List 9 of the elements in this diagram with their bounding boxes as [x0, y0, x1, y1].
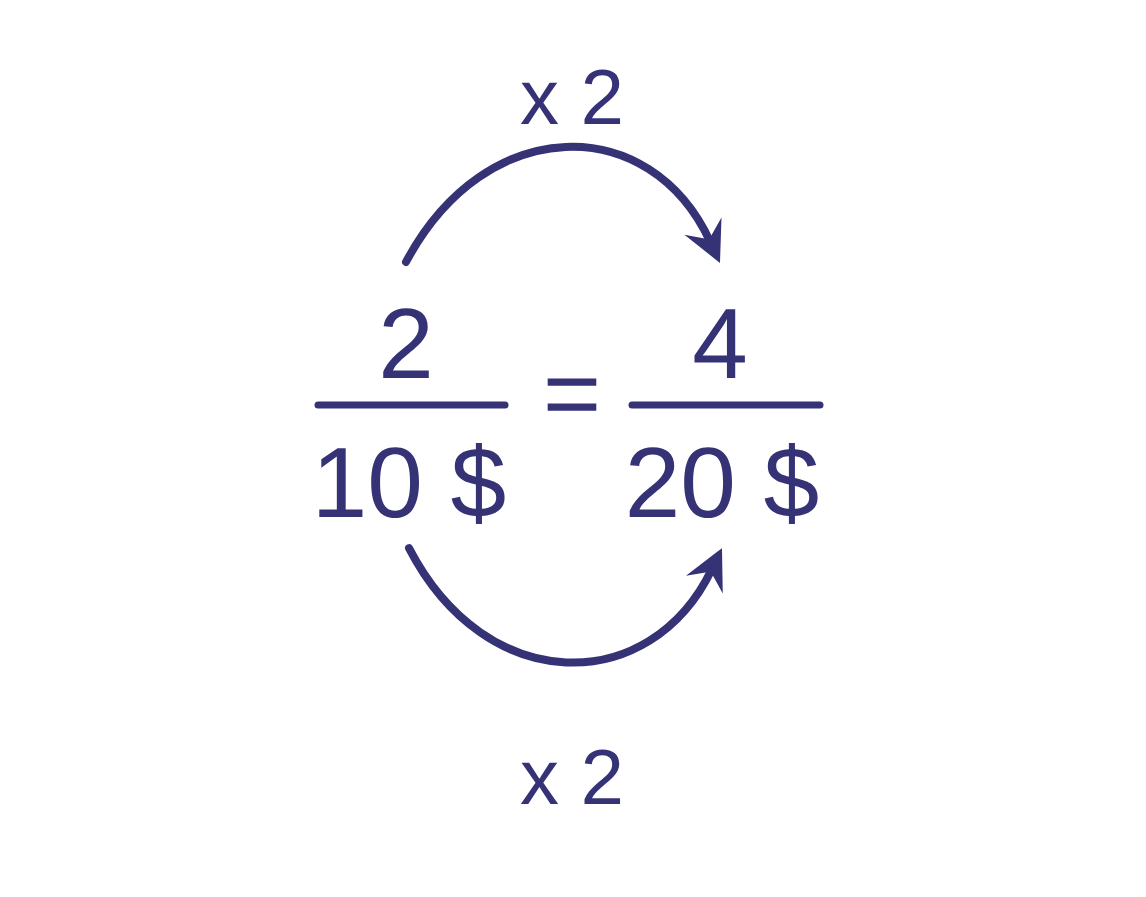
- denominator: 20 $: [629, 442, 818, 524]
- curved-arrow: [405, 544, 723, 667]
- numerator: 2: [383, 308, 429, 378]
- equals-sign: =: [547, 378, 597, 411]
- edge-label: x 2: [520, 749, 621, 804]
- numerator: 4: [694, 309, 745, 378]
- curved-arrow: [402, 142, 722, 266]
- denominator: 10 $: [319, 442, 505, 524]
- edge-label: x 2: [520, 69, 621, 124]
